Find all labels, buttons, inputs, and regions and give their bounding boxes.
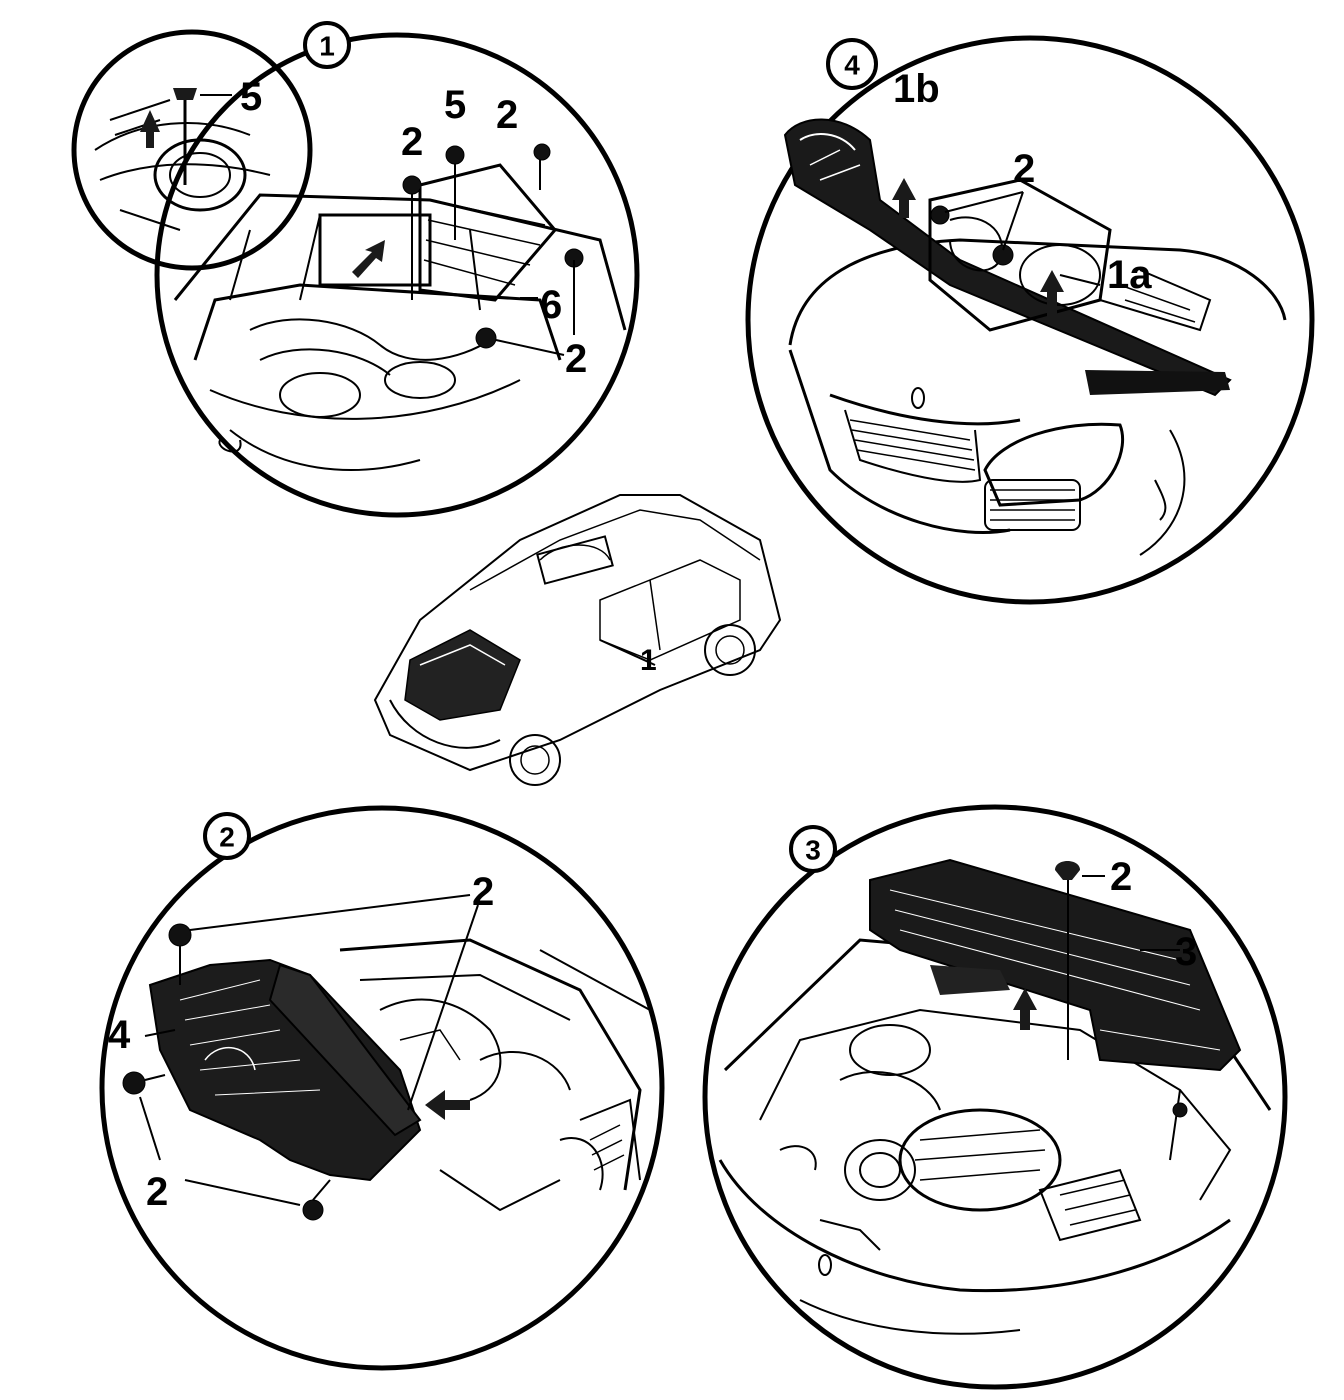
- panel-4: 1b 2 1a 4: [745, 35, 1315, 605]
- callout-2: 2: [1013, 147, 1035, 191]
- screw-icon: [173, 88, 197, 100]
- callout-2-top: 2: [472, 870, 494, 914]
- panel-3-cover: [869, 858, 1242, 1072]
- callout-5-inset: 5: [240, 75, 262, 119]
- clip-icon: [992, 244, 1014, 266]
- callout-5: 5: [444, 83, 466, 127]
- step-number-4: 4: [844, 50, 860, 81]
- bolt-icon: [475, 327, 497, 349]
- up-arrow-icon: [1040, 270, 1064, 320]
- panel-2-frame: [99, 805, 665, 1371]
- callout-1a: 1a: [1107, 253, 1152, 297]
- callout-4: 4: [108, 1013, 131, 1057]
- step-badge-3: [789, 825, 837, 873]
- up-arrow-icon: [1013, 988, 1037, 1030]
- step-number-2: 2: [219, 822, 235, 853]
- panel-3-engine-bay: [718, 938, 1272, 1335]
- center-vehicle: 1: [373, 494, 782, 786]
- nut-icon: [445, 145, 465, 165]
- panel-3: 2 3 3: [702, 804, 1288, 1390]
- panel-1-engine-bay: [173, 163, 627, 471]
- callout-2-c: 2: [565, 337, 587, 381]
- step-badge-2: [203, 812, 251, 860]
- bolt-icon: [402, 175, 422, 195]
- callout-1b: 1b: [893, 67, 940, 111]
- panel-2-fasteners: [122, 894, 479, 1221]
- clip-icon: [930, 205, 950, 225]
- callout-2-a: 2: [401, 120, 423, 164]
- step-badge-1: [303, 21, 351, 69]
- panel-1-inset: 5: [71, 29, 313, 271]
- callout-1-vehicle: 1: [640, 644, 657, 677]
- panel-4-hood-trim: [783, 118, 1232, 397]
- callout-2-bottom: 2: [146, 1170, 168, 1214]
- step-number-1: 1: [319, 31, 335, 62]
- callout-6: 6: [540, 283, 562, 327]
- callout-2-b: 2: [496, 93, 518, 137]
- up-arrow-icon: [140, 110, 160, 148]
- left-arrow-icon: [425, 1090, 470, 1120]
- panel-1: 5: [71, 21, 640, 518]
- screw-icon: [1055, 861, 1080, 880]
- panel-2: 2 4 2 2: [99, 805, 665, 1371]
- clip-icon: [1172, 1102, 1188, 1118]
- panel-4-engine: [892, 178, 1212, 332]
- panel-2-cover: [148, 958, 470, 1182]
- panel-4-frame: [745, 35, 1315, 605]
- bolt-icon: [533, 143, 551, 161]
- step-badge-4: [826, 38, 878, 90]
- bolt-icon: [302, 1199, 324, 1221]
- panel-1-fasteners: 5 2 2 6 2: [401, 83, 587, 381]
- callout-2: 2: [1110, 855, 1132, 899]
- bolt-icon: [168, 923, 192, 947]
- bolt-icon: [122, 1071, 146, 1095]
- arrow-icon: [352, 240, 385, 278]
- step-number-3: 3: [805, 835, 821, 866]
- panel-2-engine-bay: [339, 938, 651, 1212]
- up-arrow-icon: [892, 178, 916, 218]
- panel-1-frame: [154, 32, 640, 518]
- panel-4-car-front: [788, 238, 1287, 556]
- panel-3-fasteners: [1055, 861, 1188, 1118]
- callout-3: 3: [1175, 930, 1197, 974]
- panel-3-frame: [702, 804, 1288, 1390]
